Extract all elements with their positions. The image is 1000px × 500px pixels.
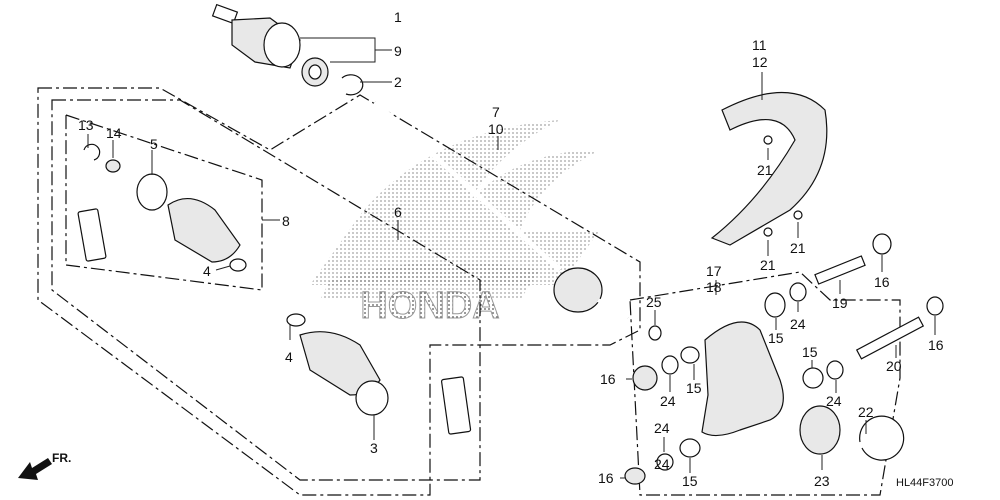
inner-cv-joint — [211, 3, 364, 96]
callout-17: 17 — [706, 263, 722, 279]
callout-15c: 15 — [802, 344, 818, 360]
callout-10: 10 — [488, 121, 504, 137]
outer-boot — [286, 313, 472, 435]
direction-indicator: FR. — [18, 451, 71, 480]
watermark-text: HONDA — [360, 285, 499, 327]
callout-24c: 24 — [826, 393, 842, 409]
callout-24a: 24 — [660, 393, 676, 409]
callout-13: 13 — [78, 117, 94, 133]
diagram-code: HL44F3700 — [896, 477, 954, 489]
callout-21a: 21 — [757, 162, 773, 178]
callout-4b: 4 — [285, 349, 293, 365]
callout-15b: 15 — [768, 330, 784, 346]
callout-19: 19 — [832, 295, 848, 311]
arrow-down-left-icon — [18, 458, 52, 480]
direction-label: FR. — [52, 451, 71, 465]
callout-24b: 24 — [790, 316, 806, 332]
callout-1: 1 — [394, 9, 402, 25]
callout-23: 23 — [814, 473, 830, 489]
callout-12: 12 — [752, 54, 768, 70]
callout-3: 3 — [370, 440, 378, 456]
callout-16a: 16 — [874, 274, 890, 290]
callout-6: 6 — [394, 204, 402, 220]
pivot-pins — [814, 233, 944, 360]
callouts: 1 9 2 7 10 6 8 13 14 5 4 4 3 11 12 21 21… — [78, 9, 944, 489]
callout-18: 18 — [706, 279, 722, 295]
callout-16b: 16 — [928, 337, 944, 353]
callout-24e: 24 — [654, 456, 670, 472]
callout-7: 7 — [492, 104, 500, 120]
callout-20: 20 — [886, 358, 902, 374]
callout-16c: 16 — [600, 371, 616, 387]
callout-25: 25 — [646, 294, 662, 310]
callout-15d: 15 — [682, 473, 698, 489]
callout-24d: 24 — [654, 420, 670, 436]
callout-21b: 21 — [790, 240, 806, 256]
callout-9: 9 — [394, 43, 402, 59]
group-outlines — [37, 87, 901, 496]
callout-15a: 15 — [686, 380, 702, 396]
drive-shaft — [373, 100, 630, 320]
callout-5: 5 — [150, 136, 158, 152]
knuckle — [624, 282, 905, 485]
callout-22: 22 — [858, 404, 874, 420]
callout-2: 2 — [394, 74, 402, 90]
callout-11: 11 — [752, 37, 767, 53]
boot-kit — [77, 143, 247, 272]
callout-21c: 21 — [760, 257, 776, 273]
callout-4a: 4 — [203, 263, 211, 279]
callout-16d: 16 — [598, 470, 614, 486]
callout-14: 14 — [106, 125, 122, 141]
leader-lines — [87, 37, 936, 479]
disc-guard — [710, 92, 828, 246]
callout-8: 8 — [282, 213, 290, 229]
